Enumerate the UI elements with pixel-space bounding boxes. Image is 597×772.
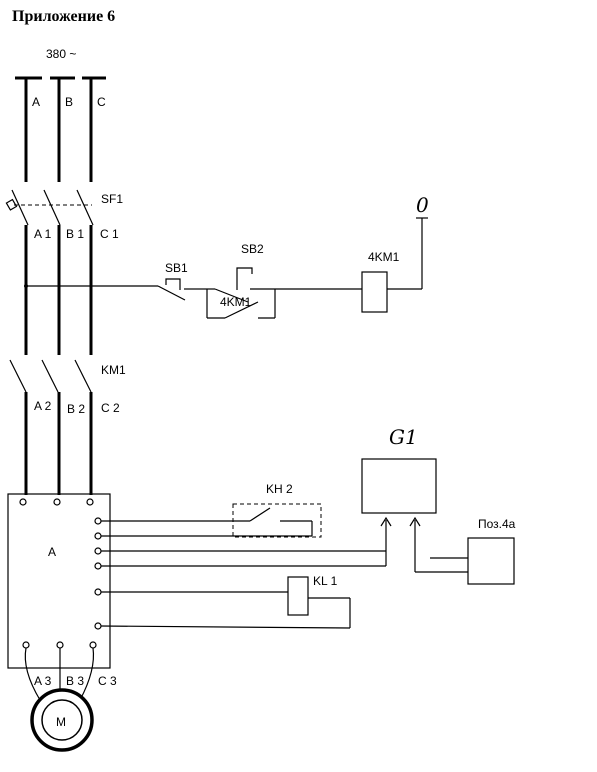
phase-wires-lower [24, 392, 93, 495]
generator-g1-block [361, 458, 437, 514]
phase-label-a: A [32, 95, 40, 109]
supply-voltage-label: 380 ~ [46, 47, 76, 61]
aux-contact-4km1-label: 4KM1 [220, 295, 252, 309]
signal-wires [100, 503, 468, 629]
page-title: Приложение 6 [12, 8, 116, 25]
breaker-out-a1: A 1 [34, 227, 52, 241]
motor-phase-b3: B 3 [66, 674, 84, 688]
neutral-zero-label: 0 [416, 193, 429, 217]
breaker-sf1-label: SF1 [101, 192, 123, 206]
contactor-km1 [9, 359, 92, 393]
phase-label-b: B [65, 95, 73, 109]
relay-kl1-label: KL 1 [313, 574, 338, 588]
position-4a-block [467, 537, 515, 585]
coil-4km1-label: 4KM1 [368, 250, 400, 264]
drive-label: A [48, 545, 56, 559]
generator-g1-label: G1 [389, 425, 418, 449]
motor-phase-c3: C 3 [98, 674, 117, 688]
drive-block [7, 493, 111, 669]
contactor-out-a2: A 2 [34, 399, 52, 413]
phase-wires-middle [24, 225, 93, 355]
contactor-km1-label: KM1 [101, 363, 126, 377]
drive-terminals [19, 498, 102, 649]
motor-label: M [56, 715, 66, 729]
motor-phase-a3: A 3 [34, 674, 52, 688]
phase-wires-upper [24, 78, 93, 182]
relay-kh2-label: KH 2 [266, 482, 293, 496]
contactor-out-c2: C 2 [101, 401, 120, 415]
button-sb2-label: SB2 [241, 242, 264, 256]
breaker-sf1 [5, 189, 94, 226]
position-4a-label: Поз.4а [478, 517, 516, 531]
breaker-out-b1: B 1 [66, 227, 84, 241]
breaker-out-c1: C 1 [100, 227, 119, 241]
phase-label-c: C [97, 95, 106, 109]
button-sb1-label: SB1 [165, 261, 188, 275]
control-circuit [24, 217, 428, 319]
contactor-out-b2: B 2 [67, 402, 85, 416]
motor-symbol [30, 688, 94, 752]
